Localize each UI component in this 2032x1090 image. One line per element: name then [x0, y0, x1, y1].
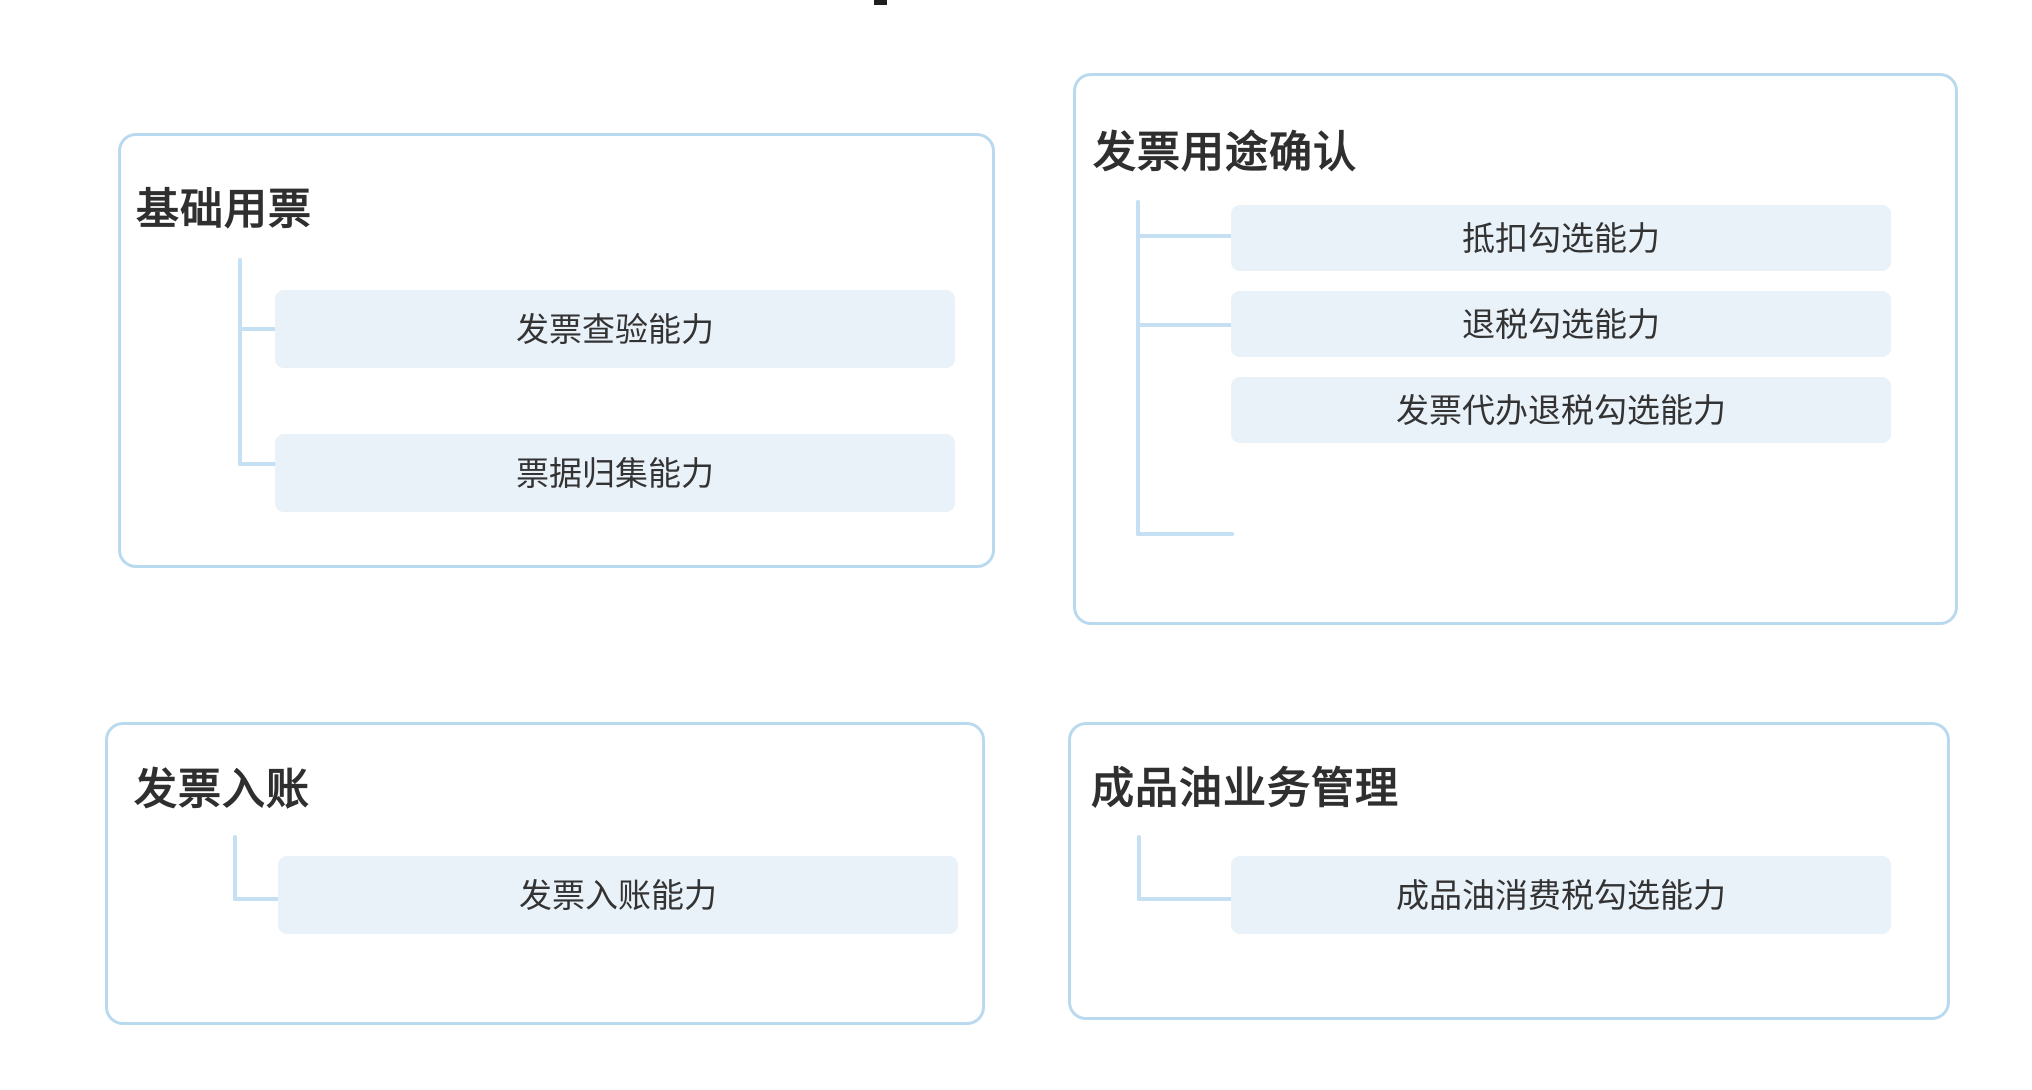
capability-pill-agent-tax-refund-selection[interactable]: 发票代办退税勾选能力 [1231, 377, 1891, 443]
card-title-refined-oil-business-management: 成品油业务管理 [1091, 765, 1399, 813]
connector-branch-invoice-accounting-0 [233, 897, 281, 901]
capability-pill-refined-oil-consumption-tax-selection[interactable]: 成品油消费税勾选能力 [1231, 856, 1891, 934]
cropped-parent-node-artifact [874, 0, 887, 5]
connector-trunk-invoice-accounting [233, 835, 237, 901]
capability-pill-deduction-selection[interactable]: 抵扣勾选能力 [1231, 205, 1891, 271]
connector-branch-refined-oil-0 [1137, 897, 1235, 901]
connector-branch-basic-invoice-1 [238, 462, 278, 466]
card-title-invoice-purpose-confirmation: 发票用途确认 [1093, 129, 1357, 177]
capability-pill-bill-collection[interactable]: 票据归集能力 [275, 434, 955, 512]
connector-branch-basic-invoice-0 [238, 327, 278, 331]
connector-branch-invoice-purpose-0 [1136, 234, 1234, 238]
connector-branch-invoice-purpose-1 [1136, 323, 1234, 327]
connector-trunk-invoice-purpose [1136, 200, 1140, 536]
connector-trunk-basic-invoice [238, 258, 242, 466]
card-title-invoice-accounting: 发票入账 [134, 766, 310, 814]
connector-branch-invoice-purpose-2 [1136, 532, 1234, 536]
capability-pill-invoice-verification[interactable]: 发票查验能力 [275, 290, 955, 368]
capability-pill-invoice-accounting[interactable]: 发票入账能力 [278, 856, 958, 934]
card-title-basic-invoice: 基础用票 [136, 186, 312, 234]
connector-trunk-refined-oil [1137, 835, 1141, 901]
capability-pill-tax-refund-selection[interactable]: 退税勾选能力 [1231, 291, 1891, 357]
